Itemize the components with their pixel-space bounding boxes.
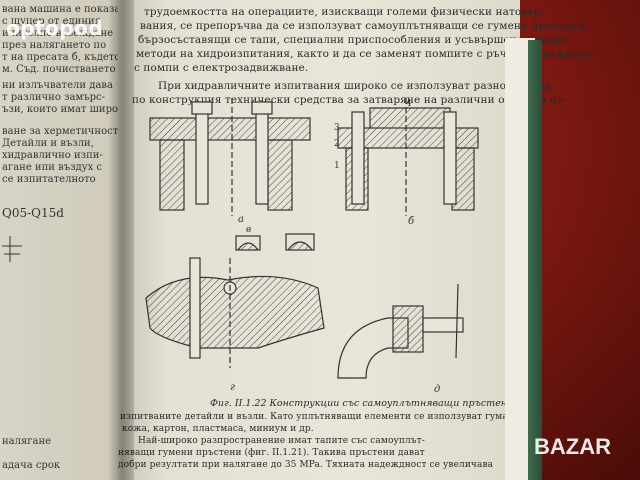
book-gutter-shadow	[108, 0, 134, 480]
text-line: по конструкция технически средства за за…	[132, 94, 567, 106]
left-text-line: агане ипи въздух с	[2, 162, 103, 173]
left-text-line: адача срок	[2, 460, 61, 471]
text-line: с помпи с електрозадвижване.	[134, 62, 309, 74]
label-g: г	[230, 382, 235, 393]
technical-figure: а б 3 2 1 4 в г	[145, 98, 479, 395]
left-drawing-fragment	[2, 236, 22, 262]
text-line: бързосъставящи се тапи, специални приспо…	[138, 34, 568, 46]
bazar-watermark-logo: BAZAR	[534, 434, 611, 459]
left-text-line: налягане	[2, 436, 52, 447]
left-text-line: т различно замърс-	[2, 92, 105, 103]
left-page: вана машина е показан с щуцер от единия …	[0, 0, 122, 480]
text-line: добри резултати при налягане до 35 MPa. …	[118, 460, 494, 470]
label-a: а	[238, 214, 244, 225]
left-formula: Q05-Q15d	[2, 206, 64, 220]
text-line: кожа, картон, пластмаса, миниум и др.	[122, 424, 314, 434]
left-text-line: се изпитателното	[2, 174, 96, 185]
label-v: в	[246, 225, 251, 235]
right-page: трудоемкостта на операциите, изискващи г…	[118, 0, 591, 480]
label-n4: 4	[406, 99, 412, 109]
figure-a	[149, 98, 311, 216]
watermark-logo-topleft: optopod	[6, 16, 104, 40]
book-cover-spine	[528, 40, 542, 480]
left-text-line: ичително въвеждане	[2, 28, 114, 39]
figure-d	[337, 283, 464, 379]
label-b: б	[408, 216, 415, 227]
text-line: При хидравличните изпитвания широко се и…	[158, 80, 553, 92]
text-line: вания, се препоръчва да се използуват са…	[140, 20, 589, 32]
bazar-watermark-text: BAZAR	[534, 434, 611, 459]
left-text-line: ни излъчватели дава	[2, 80, 113, 91]
left-text-line: вана машина е показан	[2, 4, 122, 15]
text-line: трудоемкостта на операциите, изискващи г…	[144, 6, 545, 18]
figure-v	[235, 233, 315, 251]
text-line: изпитваните детайли и възли. Като уплътн…	[120, 412, 511, 422]
label-d: д	[434, 384, 440, 395]
left-text-line: през налягането по	[2, 40, 107, 51]
label-n2: 2	[334, 139, 340, 149]
left-text-line: хидравлично изпи-	[2, 150, 103, 161]
text-line: Най-широко разпространение имат тапите с…	[138, 436, 425, 446]
figure-g	[145, 257, 325, 368]
text-line: няващи гумени пръстени (фиг. II.1.21). Т…	[118, 448, 425, 458]
left-text-line: Детайли и възли,	[2, 138, 94, 149]
text-line: методи на хидроизпитания, както и да се …	[136, 48, 592, 60]
left-text-line: ване за херметичност	[2, 126, 119, 137]
label-n1: 1	[334, 161, 340, 171]
left-text-line: м. Съд. почистването се	[2, 64, 122, 75]
figure-caption: Фиг. II.1.22 Конструкции със самоуплътня…	[210, 398, 514, 409]
left-text-line: с щуцер от единия	[2, 16, 101, 27]
left-text-line: ъзи, които имат широко	[2, 104, 122, 115]
figure-b	[337, 98, 479, 216]
label-n3: 3	[334, 123, 340, 133]
left-text-line: т на пресата б, където	[2, 52, 121, 63]
